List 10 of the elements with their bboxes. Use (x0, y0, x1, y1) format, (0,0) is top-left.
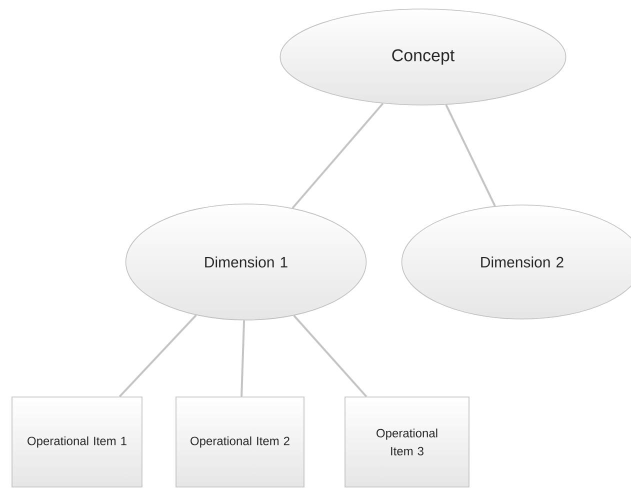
item-box: Operational Item 2 (176, 396, 304, 488)
connector-line (240, 320, 246, 397)
connector-line (292, 102, 384, 209)
ellipse-node: Dimension 1 (125, 204, 367, 320)
item-box: Operational Item 3 (344, 396, 470, 488)
connector-line (445, 104, 496, 206)
ellipse-node: Concept (280, 8, 566, 106)
connector-line (293, 314, 368, 398)
connector-line (118, 314, 197, 398)
item-box: Operational Item 1 (12, 396, 142, 488)
